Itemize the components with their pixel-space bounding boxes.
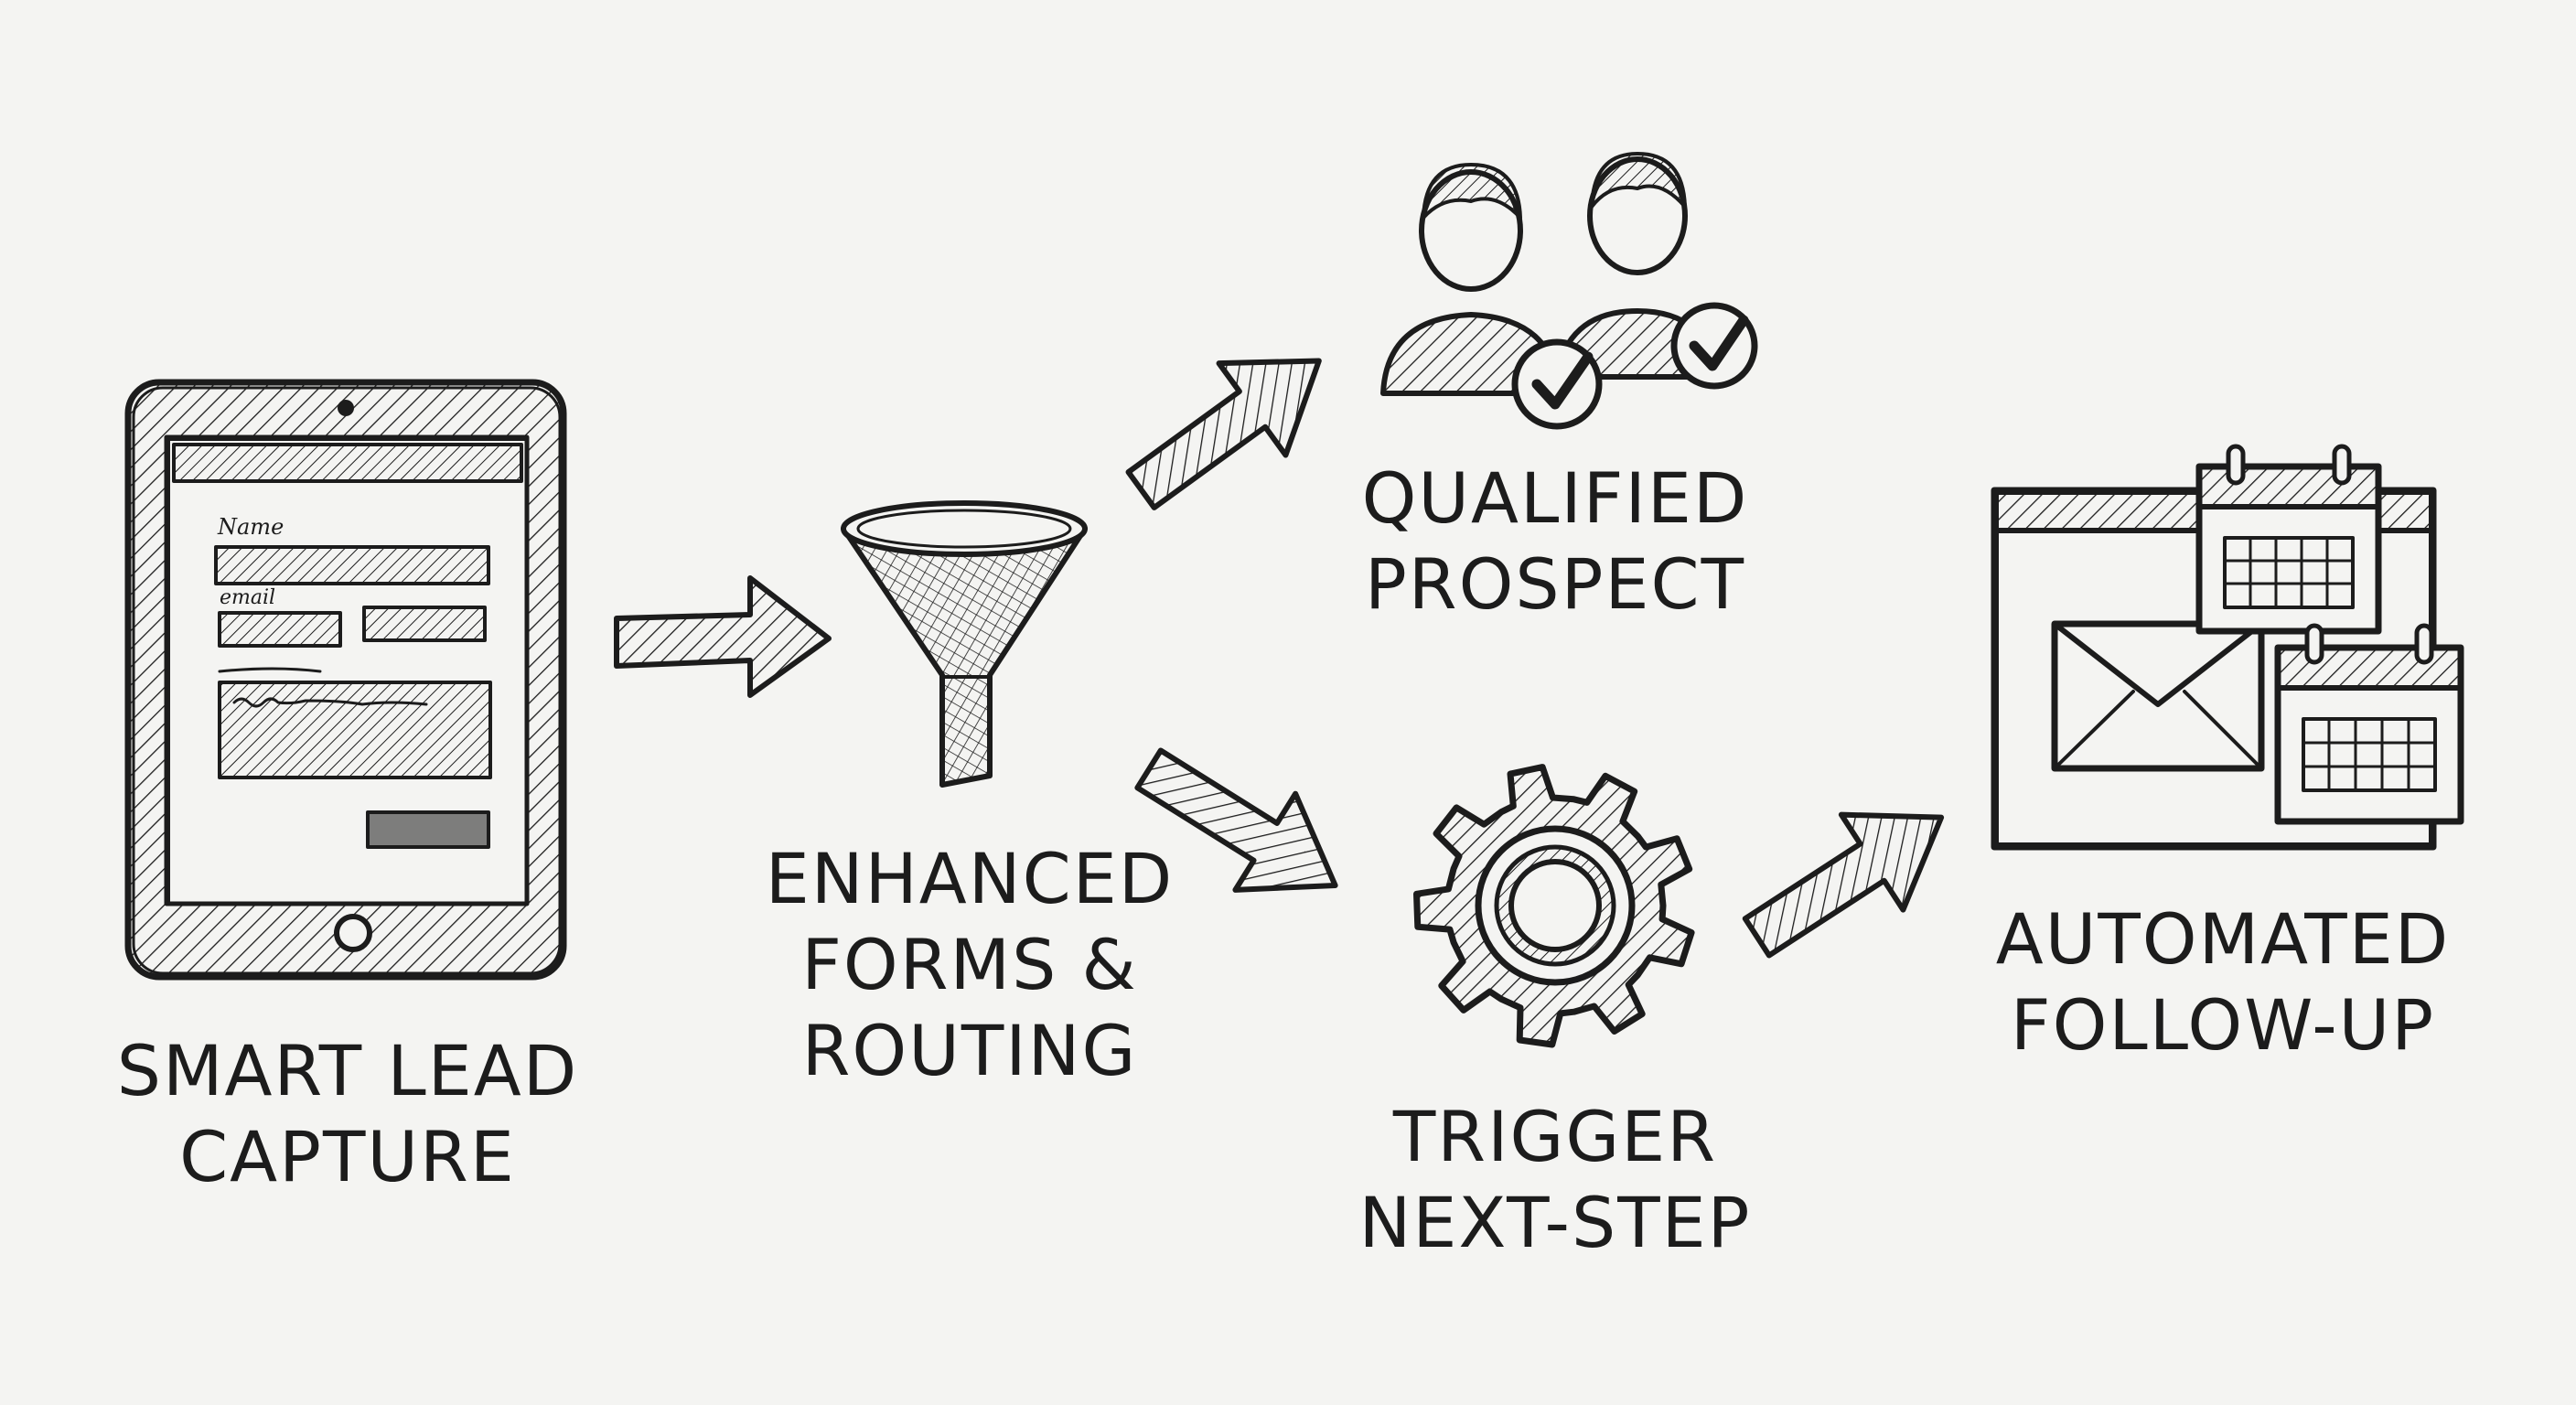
label-smart-lead-capture: SMART LEAD CAPTURE (91, 1028, 604, 1200)
arrow-forms-to-prospect (1125, 358, 1322, 510)
tablet-form-icon (124, 379, 567, 981)
label-line: QUALIFIED (1361, 457, 1749, 539)
email-calendar-icon (1991, 444, 2464, 851)
label-qualified-prospect: QUALIFIED PROSPECT (1336, 456, 1775, 627)
label-line: FOLLOW-UP (2010, 984, 2436, 1066)
label-line: CAPTURE (179, 1116, 516, 1197)
form-name-label: Name (217, 514, 284, 540)
gear-icon (1413, 764, 1695, 1048)
label-line: ROUTING (801, 1010, 1138, 1091)
form-email-label: email (220, 586, 275, 609)
label-line: ENHANCED (765, 838, 1175, 919)
label-line: PROSPECT (1364, 543, 1746, 625)
label-line: FORMS & (801, 924, 1138, 1005)
arrow-trigger-to-followup (1742, 811, 1945, 959)
label-enhanced-forms-routing: ENHANCED FORMS & ROUTING (732, 836, 1208, 1094)
funnel-icon (841, 500, 1088, 788)
arrow-forms-to-trigger (1134, 747, 1338, 893)
label-line: SMART LEAD (116, 1030, 579, 1111)
label-line: TRIGGER (1392, 1096, 1718, 1177)
label-trigger-next-step: TRIGGER NEXT-STEP (1336, 1094, 1775, 1266)
people-check-icon (1380, 152, 1758, 430)
label-line: AUTOMATED (1995, 898, 2451, 980)
label-line: NEXT-STEP (1358, 1182, 1752, 1263)
label-automated-follow-up: AUTOMATED FOLLOW-UP (1985, 896, 2461, 1068)
arrow-capture-to-forms (614, 575, 832, 698)
